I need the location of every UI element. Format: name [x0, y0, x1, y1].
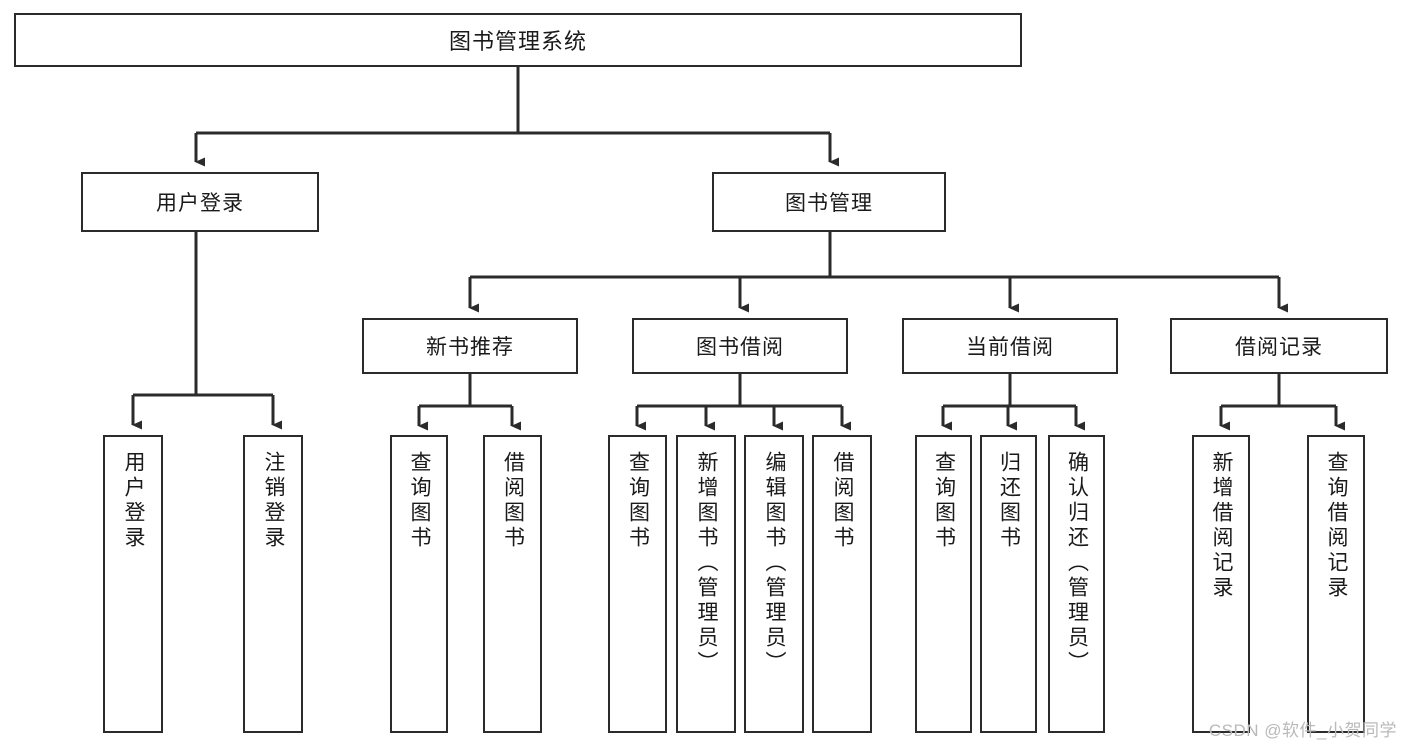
node-label: 确认归还（管理员）	[1065, 451, 1089, 676]
node-level2-current-borrow[interactable]: 当前借阅	[902, 318, 1118, 374]
node-label: 用户登录	[156, 192, 244, 215]
node-leaf-return-book[interactable]: 归还图书	[980, 435, 1037, 733]
node-label: 注销登录	[262, 451, 286, 551]
node-leaf-logout[interactable]: 注销登录	[243, 435, 303, 733]
node-leaf-query-borrow-record[interactable]: 查询借阅记录	[1307, 435, 1365, 733]
node-leaf-add-book-admin[interactable]: 新增图书（管理员）	[676, 435, 736, 733]
node-label: 新增借阅记录	[1210, 451, 1234, 601]
watermark-text: CSDN @软件_小贺同学	[1208, 721, 1397, 740]
node-level2-new-book-recommend[interactable]: 新书推荐	[362, 318, 578, 374]
node-label: 借阅记录	[1235, 336, 1323, 359]
node-leaf-user-login[interactable]: 用户登录	[103, 435, 163, 733]
node-label: 查询借阅记录	[1325, 451, 1349, 601]
node-label: 新增图书（管理员）	[695, 451, 719, 676]
node-leaf-borrow-book-recommend[interactable]: 借阅图书	[483, 435, 542, 733]
node-leaf-query-book-recommend[interactable]: 查询图书	[390, 435, 448, 733]
node-leaf-add-borrow-record[interactable]: 新增借阅记录	[1192, 435, 1250, 733]
node-label: 查询图书	[932, 451, 956, 551]
node-label: 当前借阅	[966, 336, 1054, 359]
node-label: 图书管理系统	[448, 29, 587, 54]
node-label: 新书推荐	[426, 336, 514, 359]
node-level1-user-login[interactable]: 用户登录	[81, 172, 319, 232]
node-level2-book-borrow[interactable]: 图书借阅	[632, 318, 848, 374]
node-level2-borrow-record[interactable]: 借阅记录	[1170, 318, 1388, 374]
node-label: 编辑图书（管理员）	[763, 451, 787, 676]
node-label: 借阅图书	[831, 451, 855, 551]
node-leaf-borrow-book[interactable]: 借阅图书	[812, 435, 872, 733]
node-leaf-query-book-borrow[interactable]: 查询图书	[608, 435, 667, 733]
node-label: 用户登录	[122, 451, 146, 551]
node-leaf-confirm-return-admin[interactable]: 确认归还（管理员）	[1048, 435, 1105, 733]
node-leaf-edit-book-admin[interactable]: 编辑图书（管理员）	[744, 435, 804, 733]
node-root[interactable]: 图书管理系统	[14, 13, 1022, 67]
node-label: 图书借阅	[696, 336, 784, 359]
node-label: 归还图书	[997, 451, 1021, 551]
node-label: 借阅图书	[501, 451, 525, 551]
node-leaf-query-book-current[interactable]: 查询图书	[915, 435, 972, 733]
node-label: 查询图书	[626, 451, 650, 551]
node-label: 查询图书	[408, 451, 432, 551]
node-label: 图书管理	[785, 192, 873, 215]
node-level1-book-management[interactable]: 图书管理	[712, 172, 946, 232]
